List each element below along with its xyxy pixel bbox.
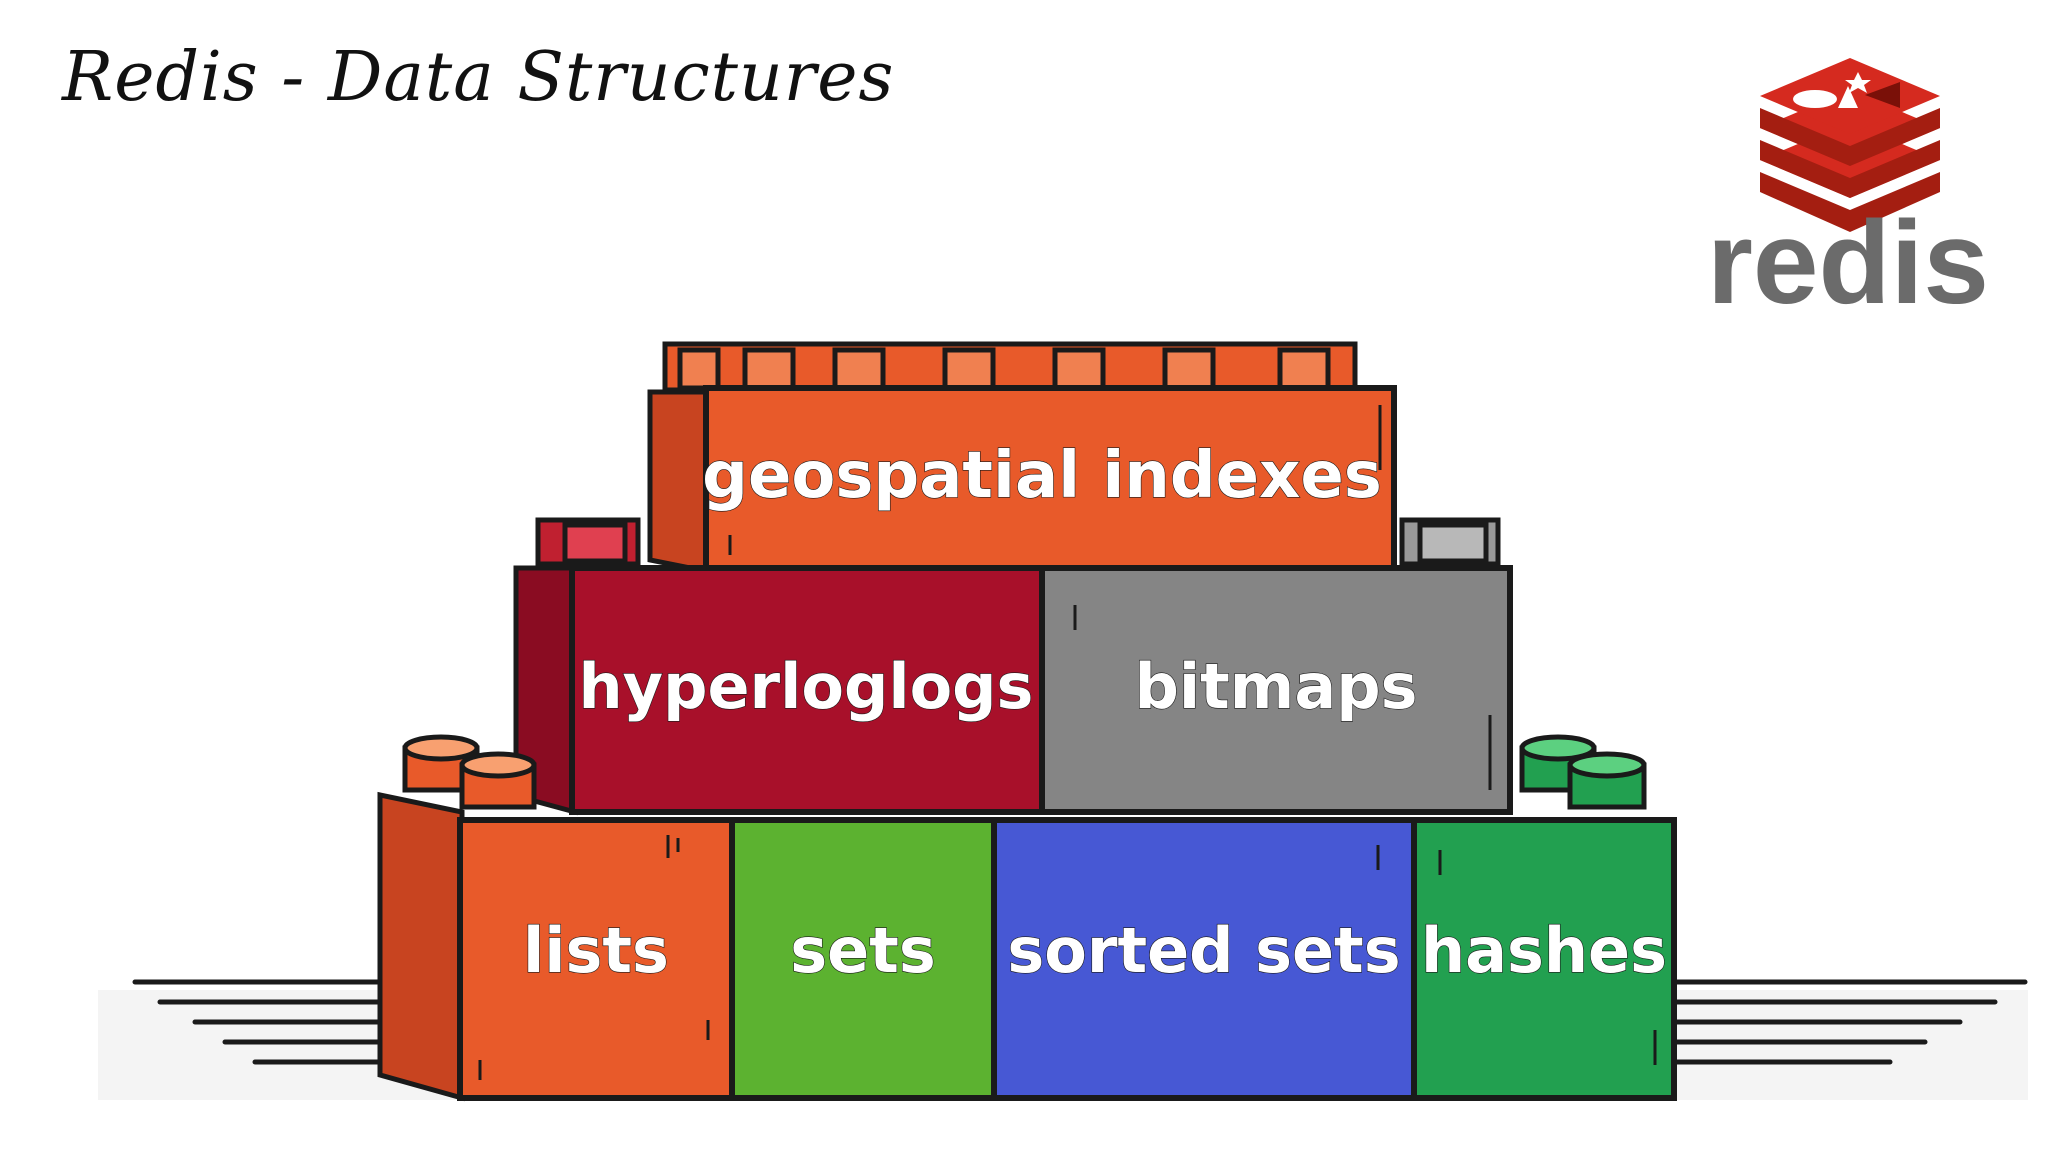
label-hashes: hashes [1421, 914, 1667, 987]
speed-lines-left [132, 979, 381, 1065]
block-geospatial-indexes: geospatial indexes [647, 341, 1397, 576]
block-bitmaps [1039, 565, 1513, 815]
studs-lists [402, 734, 537, 810]
scratch-lines [478, 835, 1657, 1080]
block-lists [457, 817, 735, 1101]
label-geospatial-indexes: geospatial indexes [702, 439, 1382, 513]
redis-logo-text: redis [1707, 197, 1989, 329]
label-sorted-sets: sorted sets [1007, 914, 1400, 987]
redis-cube-stack-icon [1760, 58, 1940, 232]
middle-row: hyperloglogs bitmaps [513, 517, 1513, 816]
slide-title: Redis - Data Structures [62, 38, 895, 117]
label-hyperloglogs: hyperloglogs [579, 650, 1034, 723]
stud-hyperloglogs-top [562, 522, 628, 564]
label-sets: sets [790, 914, 936, 987]
label-lists: lists [523, 914, 669, 987]
redis-logo: redis [1707, 58, 1989, 329]
top-block-studs [662, 341, 1358, 393]
speed-lines-right [1672, 979, 2028, 1065]
block-hashes [1411, 817, 1677, 1101]
bottom-row: lists sets sorted sets hashes [377, 734, 1677, 1102]
studs-hashes [1519, 734, 1647, 810]
label-bitmaps: bitmaps [1135, 650, 1418, 723]
stud-bitmaps-top [1417, 522, 1489, 564]
block-sets [729, 817, 997, 1101]
lists-side [377, 791, 465, 1102]
block-hyperloglogs [569, 565, 1045, 815]
